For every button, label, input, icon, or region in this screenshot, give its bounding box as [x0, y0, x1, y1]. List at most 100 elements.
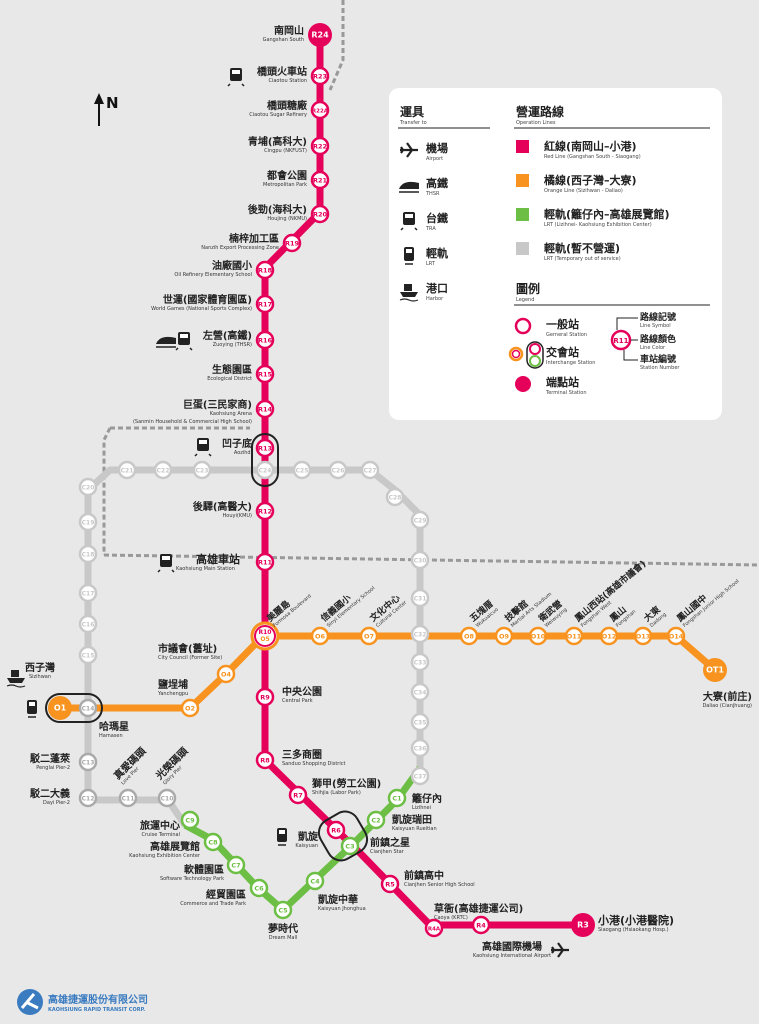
station-c20[interactable]: C20	[78, 477, 98, 497]
station-name-en: Houjing (NKMU)	[267, 216, 307, 222]
station-c18[interactable]: C18	[78, 544, 98, 564]
station-r5[interactable]: R5	[380, 874, 400, 894]
station-c35[interactable]: C35	[410, 712, 430, 732]
station-r22[interactable]: R22	[310, 136, 330, 156]
station-name-zh: 西子灣	[25, 661, 55, 674]
station-name-zh: 左營(高鐵)	[202, 329, 252, 342]
station-c16[interactable]: C16	[78, 614, 98, 634]
station-o12[interactable]: O12	[599, 626, 619, 646]
station-code: O7	[364, 633, 374, 641]
station-c14[interactable]: C14	[78, 698, 98, 718]
station-r4a[interactable]: R4A	[424, 918, 444, 938]
station-r3[interactable]: R3	[571, 913, 595, 937]
station-c33[interactable]: C33	[410, 652, 430, 672]
station-name-zh: 巨蛋(三民家商)	[183, 398, 252, 411]
station-c34[interactable]: C34	[410, 682, 430, 702]
station-o14[interactable]: O14	[666, 626, 686, 646]
station-c1[interactable]: C1	[387, 788, 407, 808]
station-code: O11	[567, 633, 582, 641]
station-c3[interactable]: C3	[340, 836, 360, 856]
station-c5[interactable]: C5	[273, 900, 293, 920]
station-o8[interactable]: O8	[459, 626, 479, 646]
station-r14[interactable]: R14	[255, 399, 275, 419]
station-name-en: Commerce and Trade Park	[180, 901, 246, 907]
station-c7[interactable]: C7	[226, 855, 246, 875]
station-c30[interactable]: C30	[410, 550, 430, 570]
station-r13[interactable]: R13	[255, 438, 275, 458]
station-o10[interactable]: O10	[528, 626, 548, 646]
station-r17[interactable]: R17	[255, 294, 275, 314]
legend-line-zh: 橘線(西子灣–大寮)	[543, 173, 637, 187]
station-r7[interactable]: R7	[288, 785, 308, 805]
station-c29[interactable]: C29	[410, 510, 430, 530]
station-ot1[interactable]: OT1	[703, 658, 727, 682]
station-name-en: City Council (Former Site)	[158, 655, 222, 661]
station-code: C13	[82, 760, 95, 767]
station-c22[interactable]: C22	[153, 460, 173, 480]
station-r20[interactable]: R20	[310, 204, 330, 224]
station-o13[interactable]: O13	[633, 626, 653, 646]
station-o11[interactable]: O11	[564, 626, 584, 646]
station-c15[interactable]: C15	[78, 645, 98, 665]
station-c4[interactable]: C4	[305, 871, 325, 891]
station-o6[interactable]: O6	[310, 626, 330, 646]
station-c24[interactable]: C24	[255, 460, 275, 480]
station-o1[interactable]: O1	[48, 696, 72, 720]
station-c19[interactable]: C19	[78, 512, 98, 532]
station-c13[interactable]: C13	[78, 752, 98, 772]
station-c28[interactable]: C28	[385, 487, 405, 507]
station-c10[interactable]: C10	[157, 788, 177, 808]
station-c11[interactable]: C11	[118, 788, 138, 808]
station-r19[interactable]: R19	[282, 233, 302, 253]
station-c21[interactable]: C21	[117, 460, 137, 480]
station-c17[interactable]: C17	[78, 583, 98, 603]
station-r9[interactable]: R9	[255, 687, 275, 707]
station-r11[interactable]: R11	[255, 552, 275, 572]
station-r8[interactable]: R8	[255, 750, 275, 770]
station-c31[interactable]: C31	[410, 588, 430, 608]
station-r24[interactable]: R24	[308, 23, 332, 47]
station-name-en: Nanzih Export Processing Zone	[201, 245, 279, 251]
station-r12[interactable]: R12	[255, 501, 275, 521]
transport-en: Transfer to	[399, 120, 427, 126]
station-r6[interactable]: R6	[326, 820, 346, 840]
station-o4[interactable]: O4	[216, 664, 236, 684]
legend-line-item: 輕軌(籬仔內–高雄展覽館)LRT (Lizihnei- Kaohsiung Ex…	[516, 207, 670, 228]
station-c25[interactable]: C25	[292, 460, 312, 480]
station-c37[interactable]: C37	[410, 766, 430, 786]
station-code: C21	[121, 468, 134, 475]
station-c23[interactable]: C23	[192, 460, 212, 480]
station-c6[interactable]: C6	[249, 878, 269, 898]
station-c9[interactable]: C9	[180, 810, 200, 830]
station-r22a[interactable]: R22A	[310, 100, 330, 120]
station-name-en: Central Park	[282, 698, 313, 704]
station-c8[interactable]: C8	[203, 832, 223, 852]
station-c12[interactable]: C12	[78, 788, 98, 808]
station-r16[interactable]: R16	[255, 330, 275, 350]
station-c2[interactable]: C2	[366, 810, 386, 830]
station-c32[interactable]: C32	[410, 624, 430, 644]
station-r23[interactable]: R23	[310, 66, 330, 86]
station-name-en: Oil Refinery Elementary School	[174, 272, 252, 278]
station-r21[interactable]: R21	[310, 170, 330, 190]
station-c36[interactable]: C36	[410, 738, 430, 758]
station-r15[interactable]: R15	[255, 364, 275, 384]
station-c27[interactable]: C27	[360, 460, 380, 480]
station-name-zh: 橋頭糖廠	[267, 99, 308, 112]
station-o7[interactable]: O7	[359, 626, 379, 646]
station-name-zh: 夢時代	[268, 922, 298, 935]
station-c26[interactable]: C26	[328, 460, 348, 480]
station-code: R16	[258, 337, 273, 345]
logo-text: 高雄捷運股份有限公司	[48, 993, 148, 1006]
station-name-zh: 旅運中心	[140, 819, 180, 832]
airport-icon	[400, 142, 418, 158]
station-r18[interactable]: R18	[255, 260, 275, 280]
station-r4[interactable]: R4	[471, 915, 491, 935]
station-o2[interactable]: O2	[180, 698, 200, 718]
station-o9[interactable]: O9	[494, 626, 514, 646]
